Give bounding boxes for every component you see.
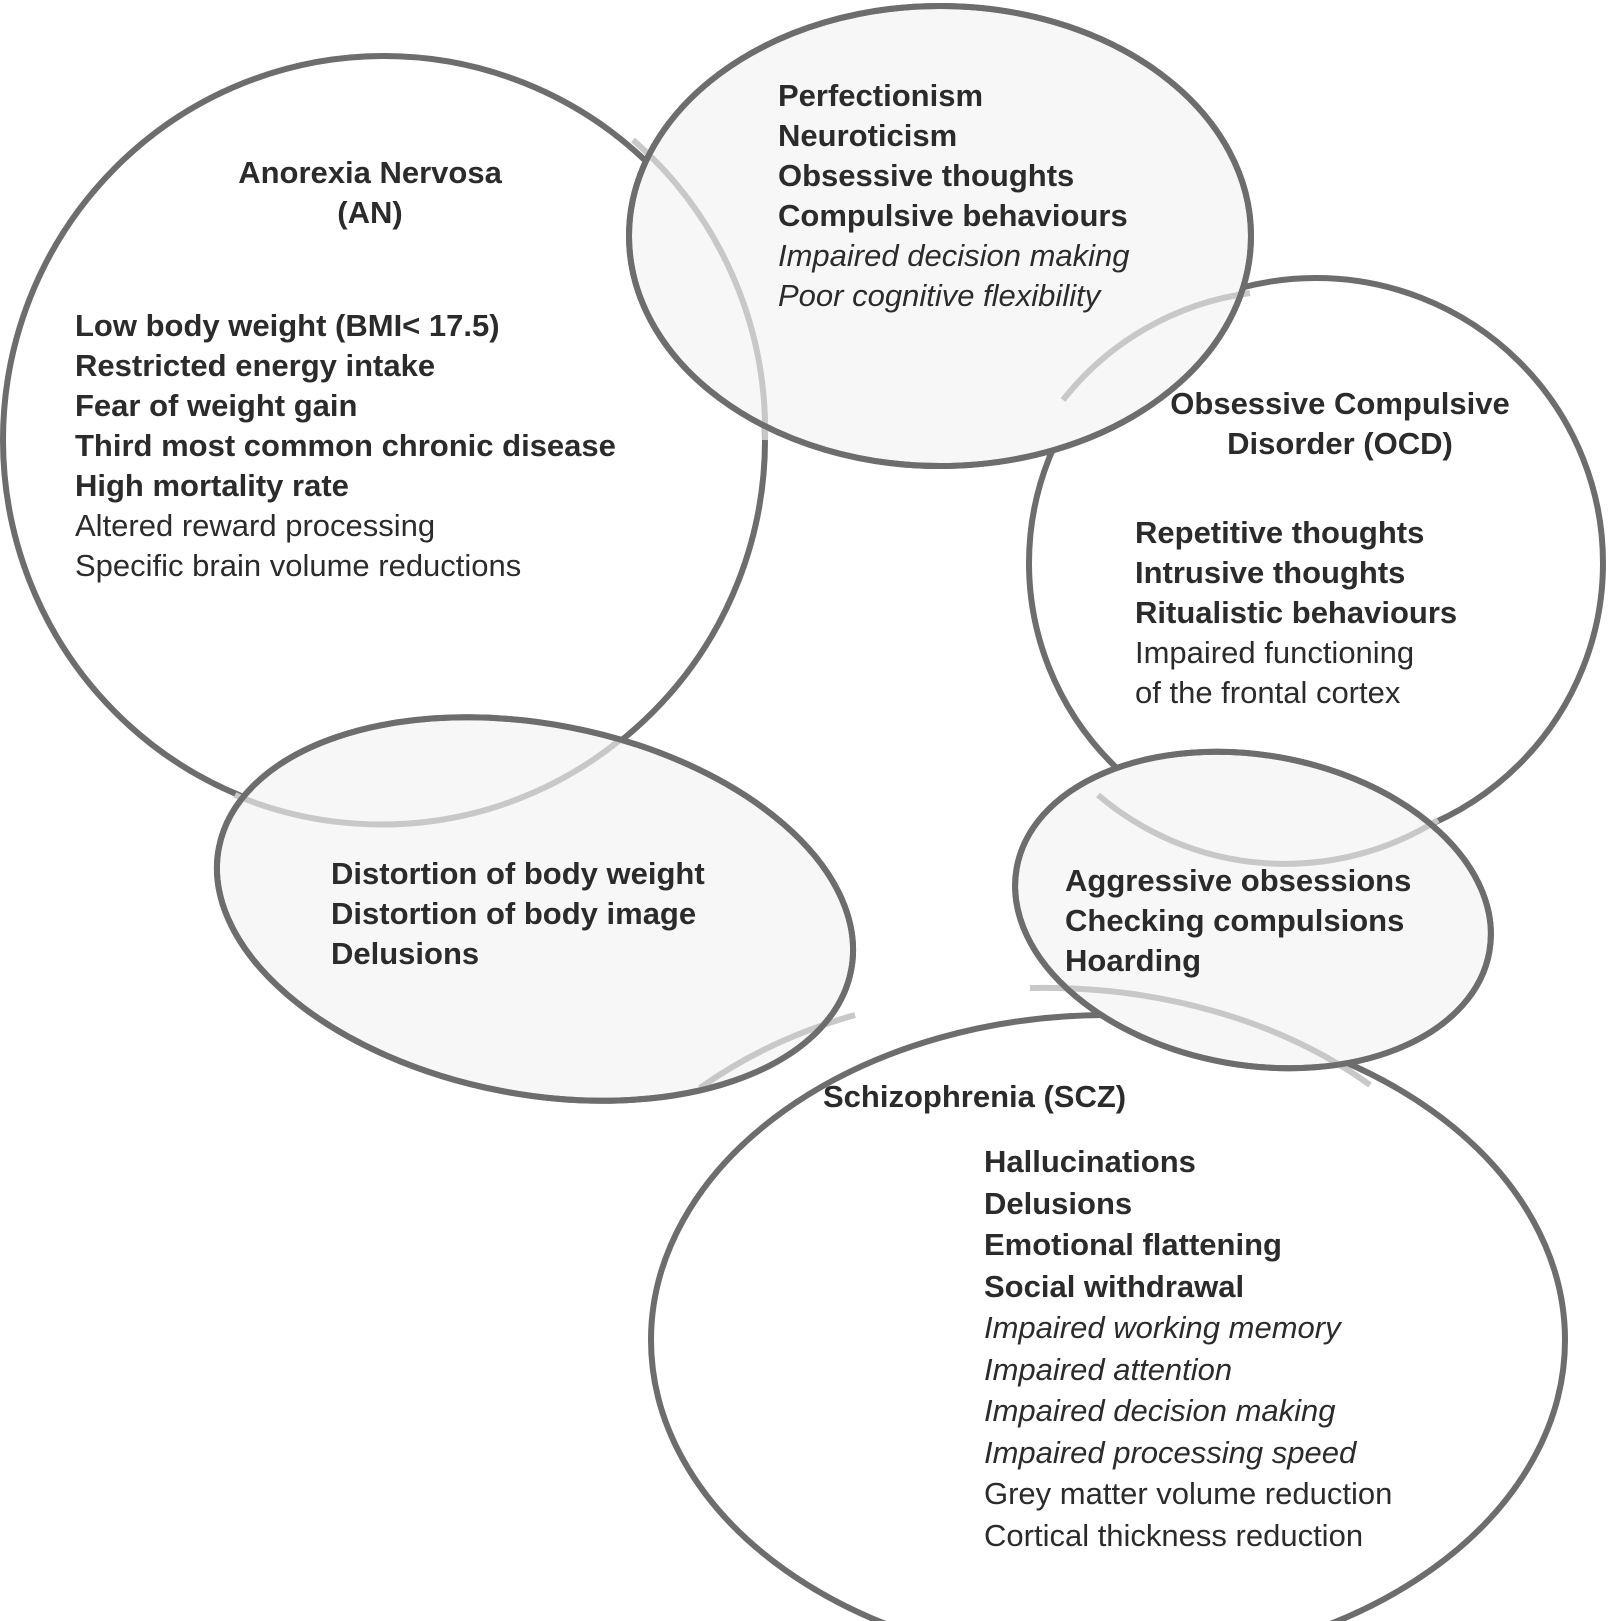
scz-item: Impaired working memory — [984, 1310, 1341, 1345]
overlap-item: Impaired decision making — [778, 238, 1130, 273]
overlap-item: Perfectionism — [778, 78, 984, 113]
ocd-item: of the frontal cortex — [1135, 675, 1401, 710]
scz-list: Hallucinations Delusions Emotional flatt… — [984, 1141, 1392, 1556]
an-ocd-overlap-outline — [626, 3, 1254, 469]
overlap-item: Neuroticism — [778, 118, 958, 153]
scz-item: Emotional flattening — [984, 1227, 1282, 1262]
an-item: Fear of weight gain — [75, 388, 358, 423]
ocd-item: Impaired functioning — [1135, 635, 1415, 670]
overlap-item: Distortion of body image — [331, 896, 697, 931]
ocd-item: Ritualistic behaviours — [1135, 595, 1458, 630]
overlap-item: Hoarding — [1065, 943, 1202, 978]
scz-item: Delusions — [984, 1185, 1133, 1221]
an-item: Altered reward processing — [75, 508, 436, 543]
overlap-item: Poor cognitive flexibility — [778, 278, 1101, 313]
an-item: Low body weight (BMI< 17.5) — [75, 308, 500, 343]
scz-item: Hallucinations — [984, 1144, 1196, 1179]
overlap-item: Aggressive obsessions — [1065, 863, 1412, 898]
scz-title: Schizophrenia (SCZ) — [785, 1077, 1185, 1117]
ocd-title: Obsessive Compulsive Disorder (OCD) — [1140, 384, 1540, 464]
scz-item: Impaired attention — [984, 1351, 1233, 1387]
scz-boundary-in-left-overlap — [698, 1012, 856, 1091]
scz-item: Impaired processing speed — [984, 1434, 1357, 1470]
ocd-item: Intrusive thoughts — [1135, 555, 1406, 590]
overlap-item: Delusions — [331, 936, 480, 971]
an-item: Third most common chronic disease — [75, 428, 616, 463]
an-scz-overlap-outline — [213, 714, 857, 1104]
an-item: High mortality rate — [75, 468, 349, 503]
scz-boundary-in-right-overlap — [1029, 984, 1372, 1088]
an-title-line1: Anorexia Nervosa — [238, 155, 502, 190]
scz-title-line: Schizophrenia (SCZ) — [823, 1079, 1127, 1114]
ocd-list: Repetitive thoughts Intrusive thoughts R… — [1135, 513, 1457, 713]
ocd-boundary-in-right-overlap — [1096, 792, 1440, 867]
scz-item: Cortical thickness reduction — [984, 1517, 1364, 1553]
ocd-scz-overlap-list: Aggressive obsessions Checking compulsio… — [1065, 861, 1411, 981]
an-title: Anorexia Nervosa (AN) — [170, 153, 570, 233]
ocd-item: Repetitive thoughts — [1135, 515, 1425, 550]
an-ocd-overlap-list: Perfectionism Neuroticism Obsessive thou… — [778, 76, 1130, 316]
overlap-item: Checking compulsions — [1065, 903, 1405, 938]
an-item: Restricted energy intake — [75, 348, 436, 383]
overlap-item: Obsessive thoughts — [778, 158, 1075, 193]
scz-item: Impaired decision making — [984, 1393, 1336, 1428]
an-list: Low body weight (BMI< 17.5) Restricted e… — [75, 306, 616, 586]
overlap-item: Compulsive behaviours — [778, 198, 1128, 233]
ocd-boundary-in-top-overlap — [1060, 290, 1251, 402]
overlap-item: Distortion of body weight — [331, 856, 705, 891]
an-scz-overlap-list: Distortion of body weight Distortion of … — [331, 854, 705, 974]
ocd-scz-overlap-outline — [1012, 748, 1494, 1072]
ocd-title-line1: Obsessive Compulsive — [1170, 386, 1510, 421]
scz-item: Grey matter volume reduction — [984, 1476, 1393, 1511]
scz-item: Social withdrawal — [984, 1268, 1245, 1304]
an-title-line2: (AN) — [337, 195, 403, 230]
ocd-title-line2: Disorder (OCD) — [1227, 426, 1453, 461]
an-boundary-in-top-overlap — [631, 137, 769, 441]
overlap-boundaries — [233, 137, 1440, 1091]
an-boundary-in-left-overlap — [233, 737, 622, 828]
an-item: Specific brain volume reductions — [75, 548, 522, 583]
